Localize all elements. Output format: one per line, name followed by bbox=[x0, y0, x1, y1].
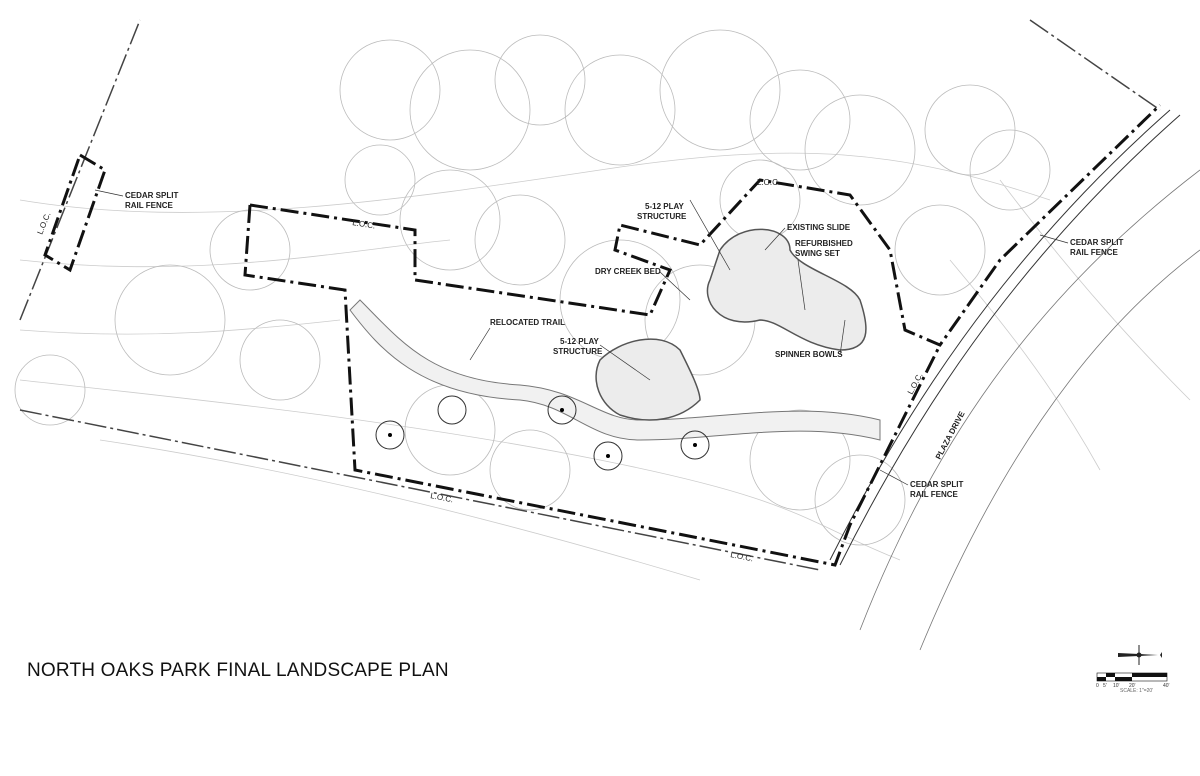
scale-text: SCALE: 1"=20' bbox=[1120, 688, 1153, 694]
label-cedar-fence-bottom-1: CEDAR SPLIT bbox=[910, 480, 963, 489]
scale-tick: 40' bbox=[1163, 683, 1170, 689]
scale-tick: 5' bbox=[1103, 683, 1107, 689]
scale-tick: 10' bbox=[1113, 683, 1120, 689]
label-swing-set-1: REFURBISHED bbox=[795, 239, 853, 248]
label-cedar-fence-left-2: RAIL FENCE bbox=[125, 201, 174, 210]
label-play-structure-top-2: STRUCTURE bbox=[637, 212, 687, 221]
limit-of-construction bbox=[43, 103, 1162, 567]
scale-tick: 20' bbox=[1129, 683, 1136, 689]
label-loc: L.O.C. bbox=[757, 178, 780, 187]
label-play-structure-bottom-1: 5-12 PLAY bbox=[560, 337, 600, 346]
label-loc: L.O.C. bbox=[36, 211, 53, 236]
label-cedar-fence-right-1: CEDAR SPLIT bbox=[1070, 238, 1123, 247]
property-line-west bbox=[19, 19, 141, 321]
plan-labels: CEDAR SPLIT RAIL FENCE CEDAR SPLIT RAIL … bbox=[36, 178, 1124, 563]
existing-trees bbox=[14, 29, 1051, 546]
label-play-structure-top-1: 5-12 PLAY bbox=[645, 202, 685, 211]
label-play-structure-bottom-2: STRUCTURE bbox=[553, 347, 603, 356]
north-arrow-icon bbox=[1118, 645, 1162, 665]
page-title: NORTH OAKS PARK FINAL LANDSCAPE PLAN bbox=[27, 660, 449, 681]
label-plaza-drive: PLAZA DRIVE bbox=[934, 409, 967, 461]
play-area-upper bbox=[706, 228, 867, 351]
label-cedar-fence-left-1: CEDAR SPLIT bbox=[125, 191, 178, 200]
label-relocated-trail: RELOCATED TRAIL bbox=[490, 318, 565, 327]
relocated-trail-path bbox=[349, 299, 881, 441]
contour-lines bbox=[19, 152, 1191, 581]
property-line-north bbox=[1029, 19, 1161, 111]
label-existing-slide: EXISTING SLIDE bbox=[787, 223, 851, 232]
label-loc: L.O.C. bbox=[730, 550, 754, 563]
label-cedar-fence-bottom-2: RAIL FENCE bbox=[910, 490, 959, 499]
scale-tick: 0 bbox=[1096, 683, 1099, 689]
scale-bar: 0 5' 10' 20' 40' SCALE: 1"=20' bbox=[1096, 672, 1170, 694]
proposed-trees bbox=[375, 395, 710, 471]
label-swing-set-2: SWING SET bbox=[795, 249, 840, 258]
label-cedar-fence-right-2: RAIL FENCE bbox=[1070, 248, 1119, 257]
label-spinner-bowls: SPINNER BOWLS bbox=[775, 350, 843, 359]
label-loc: L.O.C. bbox=[906, 371, 925, 396]
label-loc: L.O.C. bbox=[430, 491, 454, 504]
label-loc: L.O.C. bbox=[352, 218, 376, 231]
property-line-south bbox=[19, 409, 821, 571]
play-area-lower bbox=[595, 338, 701, 421]
label-dry-creek-bed: DRY CREEK BED bbox=[595, 267, 661, 276]
plaza-drive-road bbox=[829, 109, 1200, 651]
